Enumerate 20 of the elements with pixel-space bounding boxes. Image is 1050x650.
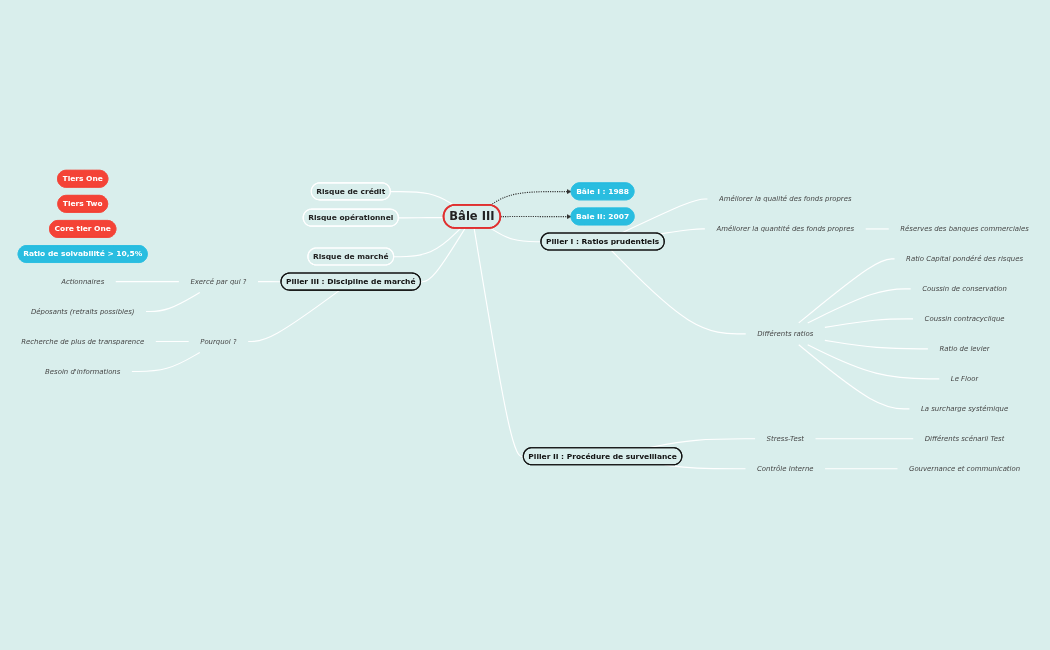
connector	[115, 280, 180, 283]
connector	[658, 228, 706, 235]
arrow	[500, 214, 572, 220]
connector	[489, 227, 542, 243]
connector	[420, 227, 466, 283]
connector	[393, 227, 462, 258]
connector	[131, 351, 201, 373]
connector	[798, 258, 896, 324]
connector	[155, 340, 190, 343]
connector	[807, 344, 940, 380]
connector	[145, 291, 201, 313]
connector	[247, 289, 341, 343]
connector	[824, 339, 929, 350]
connector	[610, 249, 747, 335]
connector	[807, 288, 912, 324]
connector	[257, 280, 282, 283]
arrow	[489, 189, 572, 206]
connector	[390, 191, 455, 206]
connector	[798, 344, 910, 410]
connector	[824, 318, 914, 328]
